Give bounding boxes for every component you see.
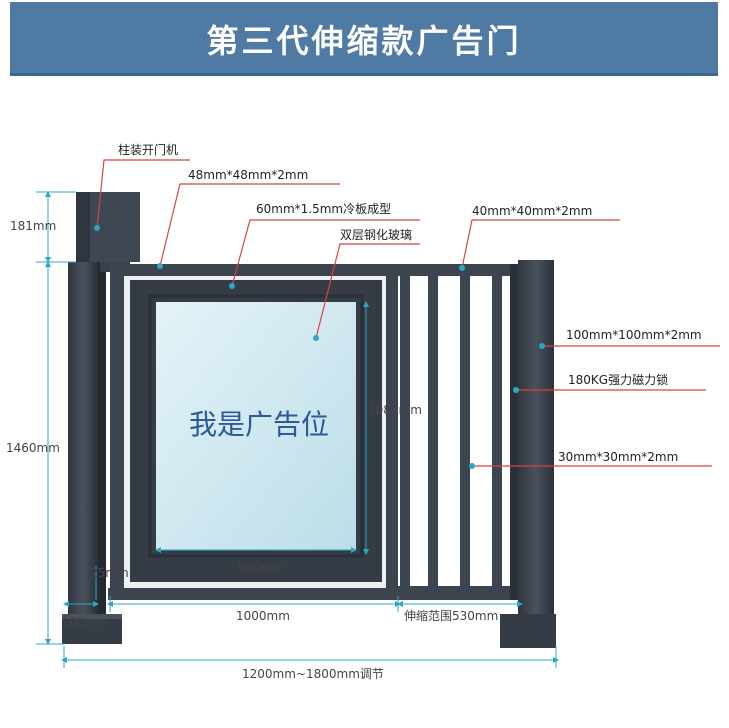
right-post-edge xyxy=(510,264,518,600)
dim-total-height: 1460mm xyxy=(6,441,60,455)
callout-dots xyxy=(94,225,545,469)
glass-panel xyxy=(156,302,356,550)
slide-top-rail xyxy=(386,264,516,276)
header: 第三代伸缩款广告门 xyxy=(0,0,729,78)
label-slide-tube: 40mm*40mm*2mm xyxy=(472,204,592,218)
dim-bottom-gap: 25mm xyxy=(90,566,129,580)
dim-opener-height: 181mm xyxy=(10,219,56,233)
left-post-inner xyxy=(98,262,106,614)
title-banner: 第三代伸缩款广告门 xyxy=(10,2,718,76)
label-bar-tube: 30mm*30mm*2mm xyxy=(558,450,678,464)
label-cold-plate: 60mm*1.5mm冷板成型 xyxy=(256,202,391,216)
dim-overall-width: 1200mm~1800mm调节 xyxy=(242,667,384,681)
ad-text: 我是广告位 xyxy=(189,408,329,441)
label-double-glass: 双层钢化玻璃 xyxy=(340,228,412,242)
right-foot xyxy=(500,614,556,648)
dimension-lines xyxy=(36,191,559,668)
dim-glass-height: 1080mm xyxy=(368,403,422,417)
glass-frame-line xyxy=(148,294,364,558)
label-column-opener: 柱装开门机 xyxy=(118,142,178,157)
dim-post-width: 100mm xyxy=(62,615,108,629)
bottom-rail-main xyxy=(108,588,518,600)
dim-telescopic-range: 伸缩范围530mm xyxy=(404,608,498,623)
opener-box-side xyxy=(76,192,90,262)
dim-glass-width: 680mm xyxy=(238,560,284,574)
page-title: 第三代伸缩款广告门 xyxy=(206,22,522,60)
label-magnetic-lock: 180KG强力磁力锁 xyxy=(568,372,668,387)
label-frame-tube: 48mm*48mm*2mm xyxy=(188,168,308,182)
slide-bar-4 xyxy=(492,276,502,586)
slide-bar-3 xyxy=(460,276,470,586)
slide-bar-2 xyxy=(428,276,438,586)
dim-door-width: 1000mm xyxy=(236,609,290,623)
right-post xyxy=(518,260,554,648)
callout-lines xyxy=(96,159,720,467)
label-post-tube: 100mm*100mm*2mm xyxy=(566,328,702,342)
left-post xyxy=(68,262,98,614)
left-foot-top xyxy=(62,614,122,619)
slide-bar-1 xyxy=(400,276,410,586)
